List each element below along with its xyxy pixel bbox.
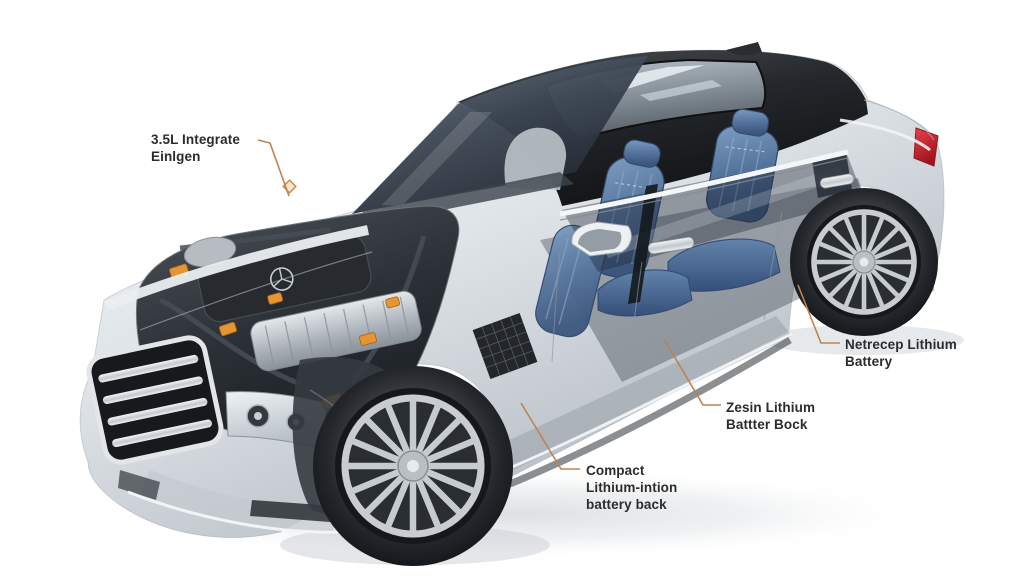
- projector-lens: [254, 412, 262, 420]
- sunroof-reflection-2: [640, 80, 722, 101]
- windshield-glass: [352, 56, 648, 214]
- leader-lines: [257, 139, 840, 470]
- valve-cover: [250, 290, 422, 372]
- rear-wheel: [790, 188, 938, 336]
- antenna-fin-icon: [726, 42, 762, 56]
- callout-mid-battery-label: Zesin Lithium Battter Bock: [726, 400, 816, 432]
- side-mirror-glass: [578, 229, 622, 252]
- hood-edge-highlight: [104, 225, 370, 311]
- leader-line-rear-battery: [797, 284, 840, 344]
- front-door-handle: [647, 236, 695, 255]
- hood-crease-line: [139, 251, 373, 331]
- bumper-chrome-lip: [127, 490, 341, 534]
- b-pillar: [628, 184, 658, 304]
- leader-line-front-battery: [520, 402, 580, 470]
- leader-line-mid-battery: [663, 338, 721, 406]
- leader-line-engine: [257, 139, 290, 197]
- trunk-chrome-lip: [839, 118, 931, 152]
- front-wheel: [313, 366, 513, 566]
- front-seat-cushion: [597, 269, 693, 317]
- trunk-seam: [863, 99, 935, 141]
- bumper-side-inlet: [118, 470, 160, 500]
- rocker-battery-band: [492, 316, 792, 474]
- callout-rear-battery-label: Netrecep Lithium Battery: [845, 337, 957, 369]
- callout-engine-label: 3.5L Integrate Einlgen: [151, 132, 240, 164]
- front-grille: [86, 335, 224, 465]
- rocker-chrome-sill: [504, 332, 793, 472]
- door-seams: [551, 211, 783, 375]
- battery-mesh-panel: [472, 313, 538, 379]
- beltline-chrome-trim: [559, 149, 849, 217]
- callout-front-battery-label: Compact Lithium-intion battery back: [586, 463, 678, 512]
- beltline-shadow-line: [559, 157, 849, 221]
- rocker-shadow: [508, 336, 792, 488]
- windshield-reflection: [382, 112, 492, 206]
- rear-door-handle: [819, 173, 855, 189]
